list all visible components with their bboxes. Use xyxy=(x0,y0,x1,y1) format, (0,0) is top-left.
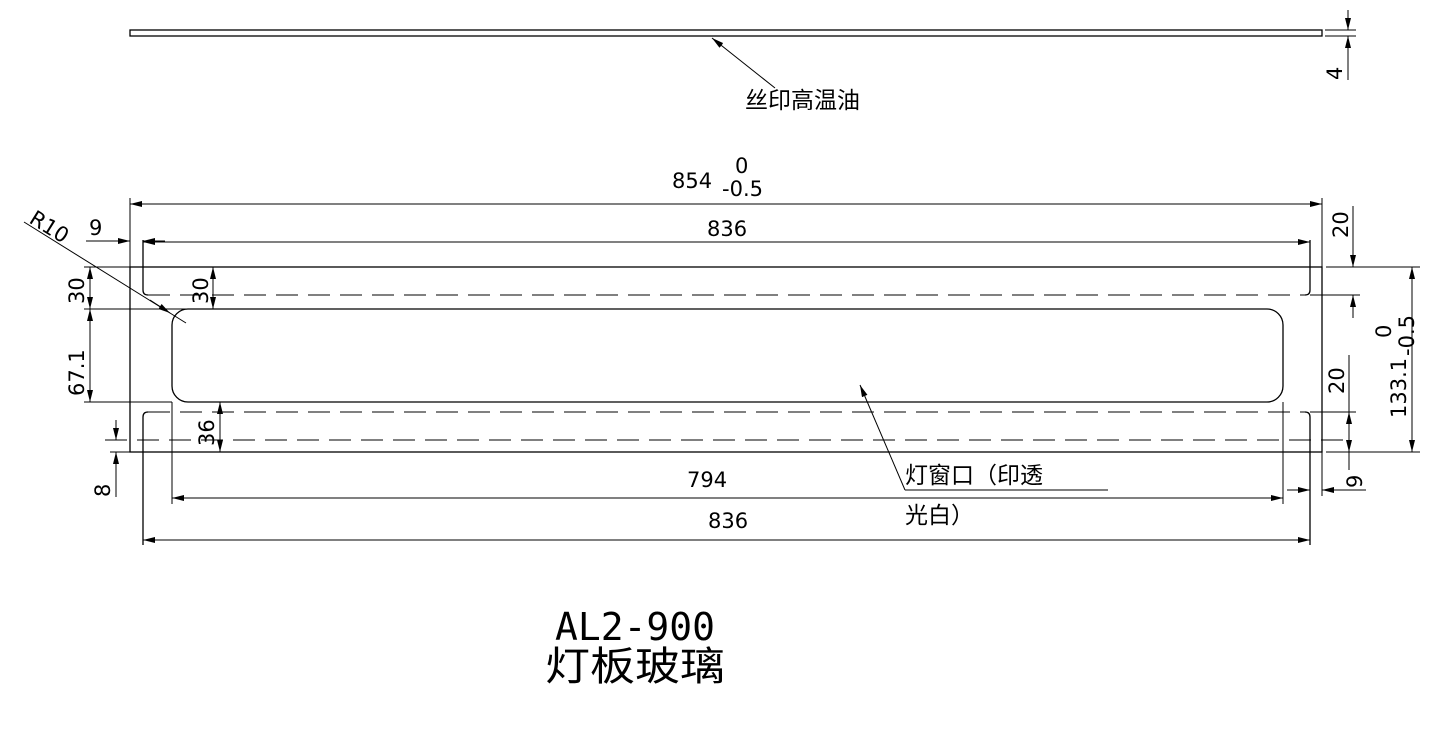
part-name: 灯板玻璃 xyxy=(545,644,725,690)
plate-side-outline xyxy=(129,29,1323,37)
light-window xyxy=(171,308,1284,403)
bottom-offset: 8 xyxy=(91,484,115,497)
top-band-inner: 30 xyxy=(189,277,213,304)
tol-upper: 0 xyxy=(735,154,748,178)
print-leader xyxy=(711,37,776,89)
inner-length-bottom: 836 xyxy=(708,509,748,533)
left-offset: 9 xyxy=(89,216,102,240)
window-length: 794 xyxy=(687,468,727,492)
front-view xyxy=(105,198,1350,545)
side-view: 丝印高温油 4 xyxy=(129,10,1356,114)
dimensions: 854 0 -0.5 836 9 R10 30 67.1 30 36 8 794… xyxy=(23,154,1420,543)
overall-length: 854 xyxy=(672,169,712,193)
bottom-band: 36 xyxy=(195,419,219,446)
radius-dim: R10 xyxy=(25,206,73,248)
right-offset: 9 xyxy=(1343,475,1367,488)
plate-outline xyxy=(129,266,1323,453)
thickness-dim: 4 xyxy=(1323,67,1347,80)
window-note-line2: 光白） xyxy=(905,503,974,529)
height-tol-lower: -0.5 xyxy=(1395,315,1419,356)
top-band-left: 30 xyxy=(65,277,89,304)
inner-length-top: 836 xyxy=(707,217,747,241)
right-bottom-band: 20 xyxy=(1325,367,1349,394)
model-number: AL2-900 xyxy=(555,605,715,649)
tol-lower: -0.5 xyxy=(722,177,763,201)
overall-height: 133.1 xyxy=(1387,358,1411,418)
right-top-band: 20 xyxy=(1329,211,1353,238)
window-note: 灯窗口（印透 光白） xyxy=(859,384,1108,529)
window-height: 67.1 xyxy=(65,349,89,396)
height-tol-upper: 0 xyxy=(1372,325,1396,338)
title-block: AL2-900 灯板玻璃 xyxy=(545,605,725,690)
window-note-line1: 灯窗口（印透 xyxy=(905,463,1043,489)
top-inset xyxy=(142,240,1311,296)
print-note: 丝印高温油 xyxy=(745,88,860,114)
